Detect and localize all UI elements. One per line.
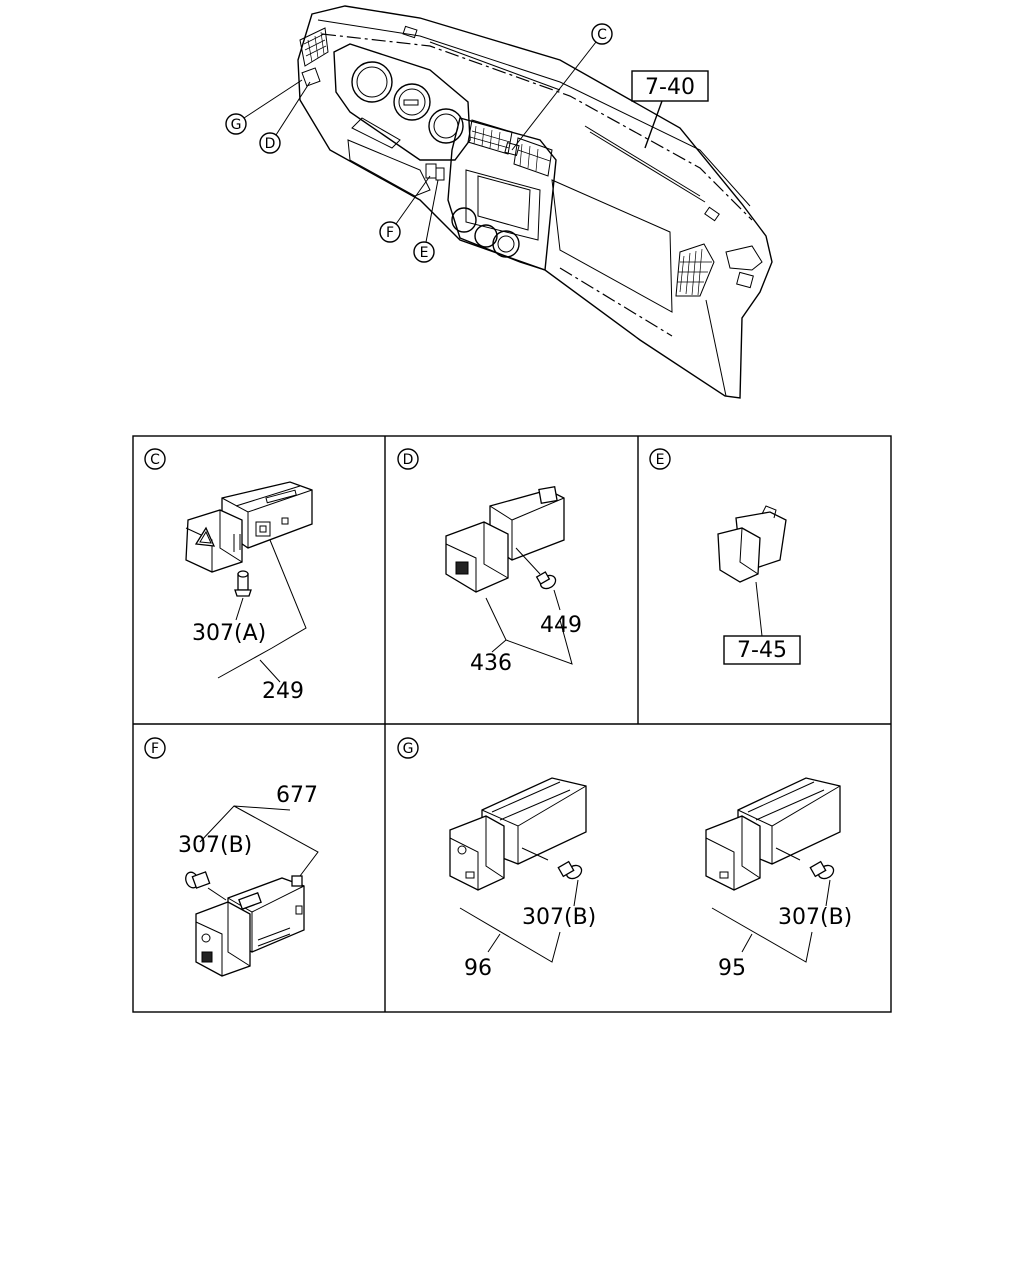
svg-text:E: E <box>420 245 429 261</box>
fog-switch-95 <box>705 777 841 891</box>
label-307a: 307(A) <box>192 621 266 646</box>
svg-text:F: F <box>386 225 394 241</box>
ref-label: 7-40 <box>645 75 695 100</box>
bulb-307b-f <box>185 871 211 889</box>
callout-d: D <box>259 81 311 154</box>
label-436: 436 <box>470 651 512 676</box>
callout-f: F <box>379 175 431 243</box>
blank-cover <box>717 505 787 583</box>
label-249: 249 <box>262 679 304 704</box>
label-307b-f: 307(B) <box>178 833 252 858</box>
bulb-449 <box>535 571 557 590</box>
panel-g: G 307(B) 96 <box>397 737 852 981</box>
label-96: 96 <box>464 956 492 981</box>
label-95: 95 <box>718 956 746 981</box>
panel-d-letter: D <box>403 452 414 468</box>
label-677: 677 <box>276 783 318 808</box>
panel-e: E 7-45 <box>649 448 801 665</box>
svg-text:C: C <box>597 27 607 43</box>
panel-c-letter: C <box>150 452 160 468</box>
svg-text:G: G <box>231 117 242 133</box>
bulb-307b-95 <box>809 860 835 880</box>
panel-g-letter: G <box>403 741 414 757</box>
label-7-45: 7-45 <box>737 638 787 663</box>
hazard-switch <box>185 481 313 573</box>
panel-c: C 307(A) 249 <box>144 448 313 704</box>
panel-f: F 677 307(B) <box>144 737 319 977</box>
label-307b-g2: 307(B) <box>778 905 852 930</box>
fog-switch-96 <box>449 777 587 891</box>
dimmer-switch <box>445 485 565 593</box>
callout-c: C <box>511 23 613 151</box>
label-307b-g1: 307(B) <box>522 905 596 930</box>
callout-g: G <box>225 79 303 135</box>
dashboard-overview: 7-40 C D E F G <box>225 5 773 399</box>
callout-e: E <box>413 179 439 263</box>
ref-box-7-45 <box>723 635 801 665</box>
panel-f-letter: F <box>151 741 159 757</box>
ref-box-7-40: 7-40 <box>631 70 709 149</box>
bulb-307a <box>234 570 252 597</box>
svg-text:D: D <box>265 136 276 152</box>
detail-grid <box>132 435 892 1013</box>
panel-d: D 449 436 <box>397 448 582 676</box>
panel-e-letter: E <box>656 452 665 468</box>
dashboard-outline <box>297 5 773 399</box>
bulb-307b-96 <box>557 860 583 880</box>
fog-switch-f <box>195 875 305 977</box>
